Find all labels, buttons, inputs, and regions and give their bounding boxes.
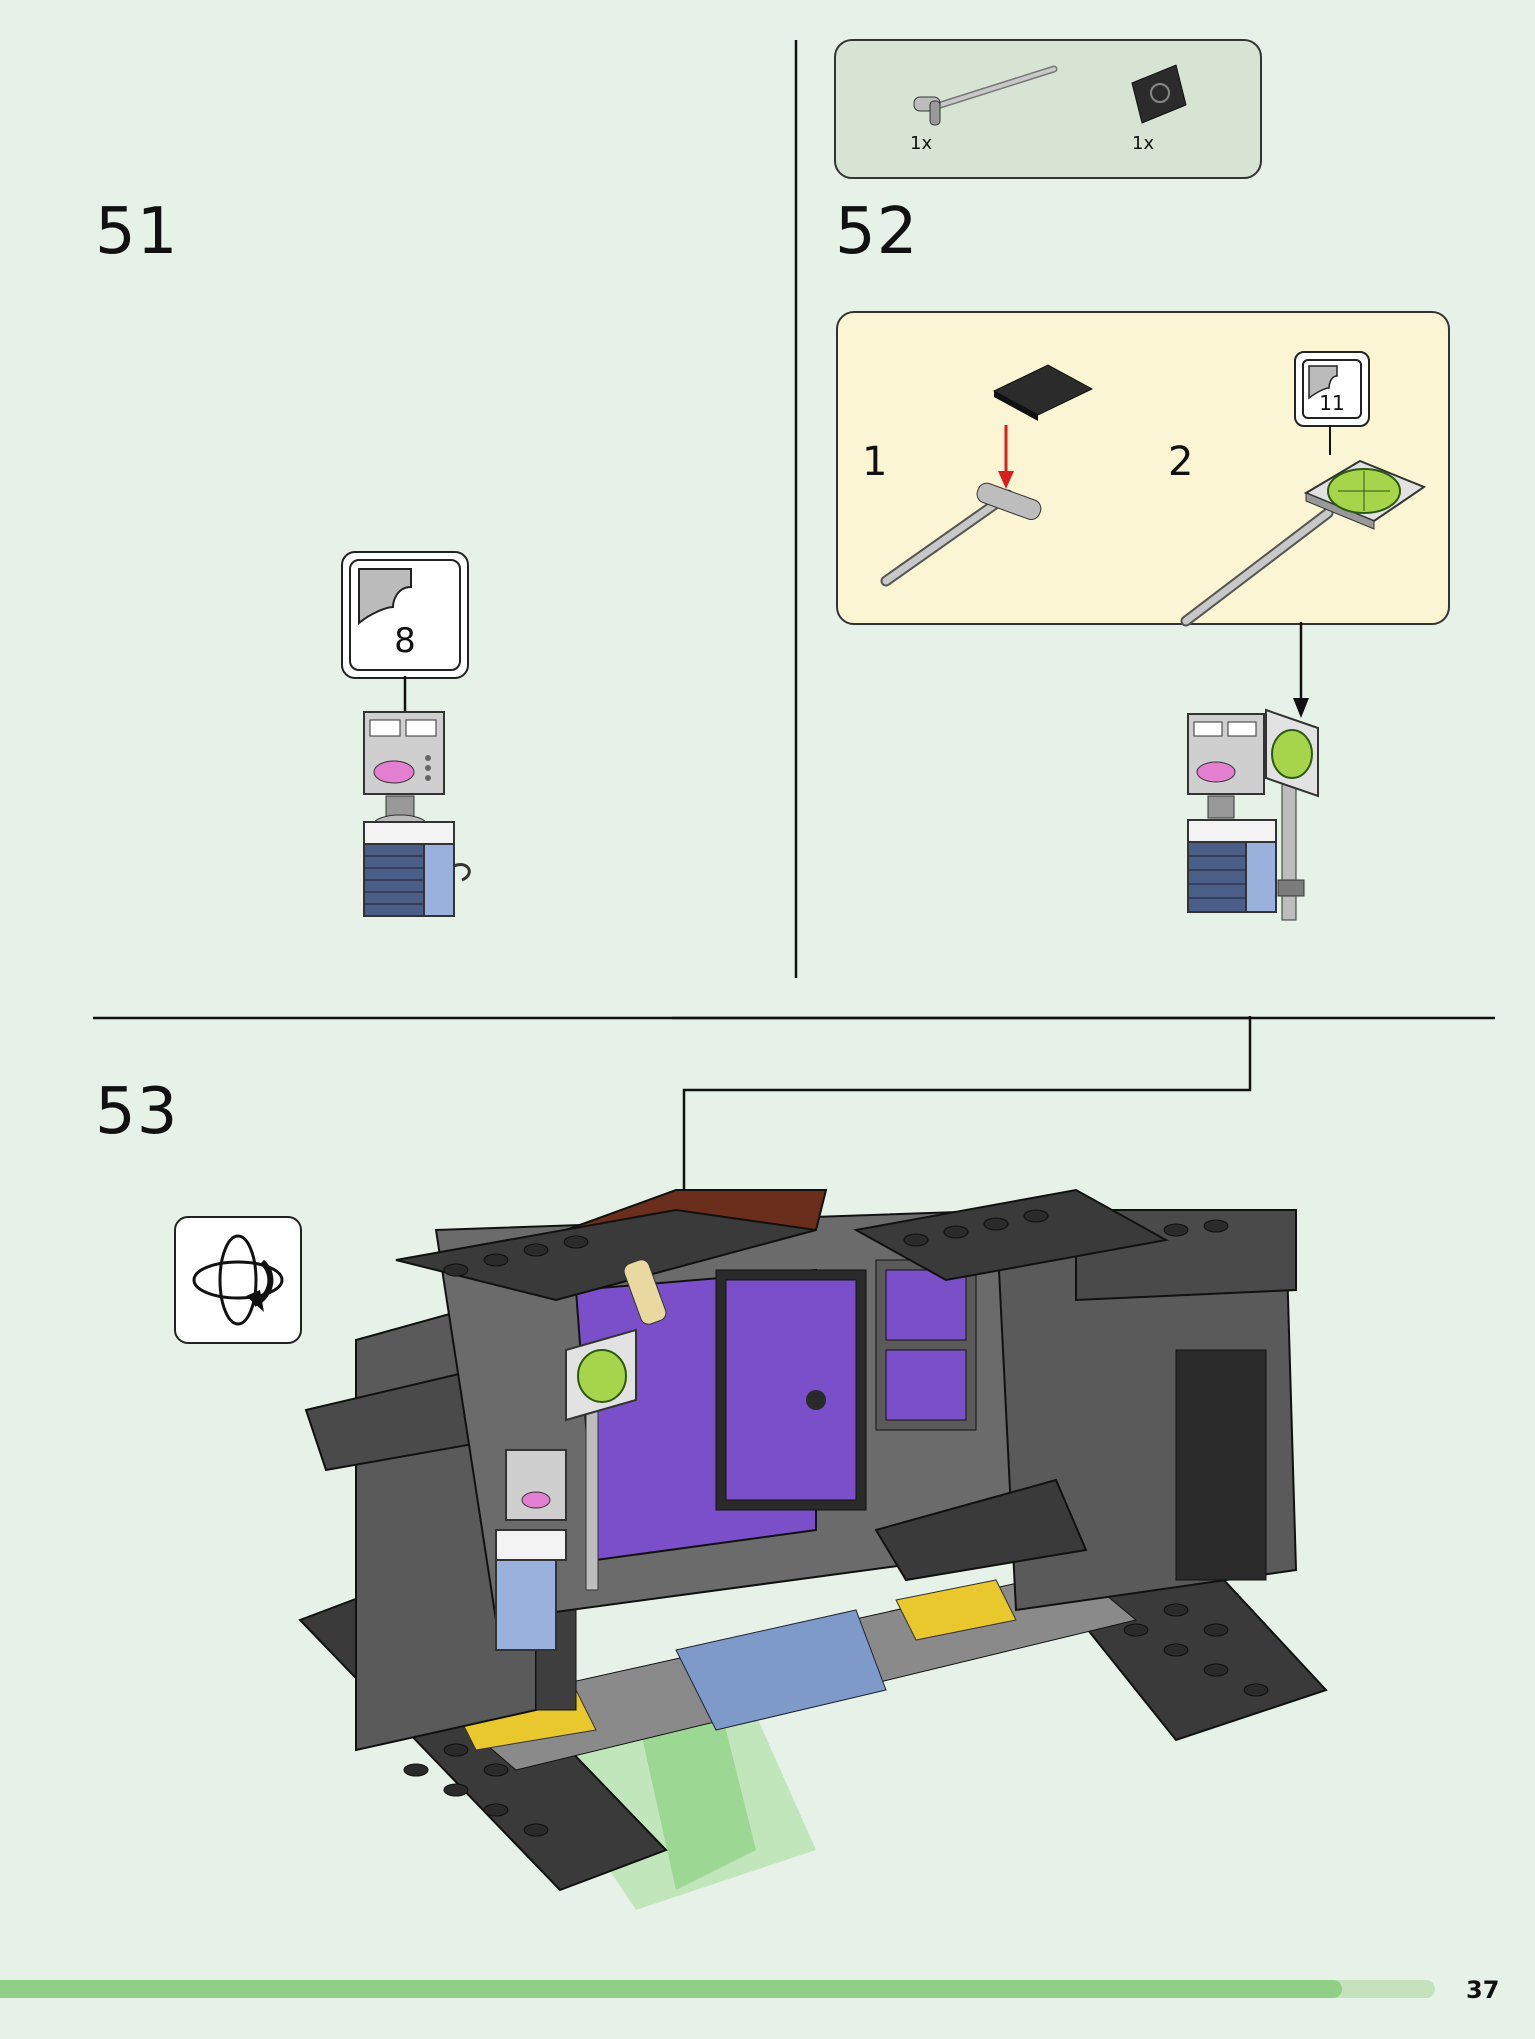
building-model-53: [298, 1188, 1328, 1910]
part-qty: 1x: [1132, 133, 1155, 154]
step-53-number: 53: [95, 1075, 179, 1149]
sticker-sheet-icon: [1308, 365, 1338, 400]
sticker-number: 11: [1319, 391, 1345, 415]
arrow-down-icon: [998, 471, 1014, 489]
substep-2-number: 2: [1168, 439, 1194, 485]
sticker-callout-8: 8: [341, 551, 469, 679]
substep-1-drawing: [880, 364, 1094, 587]
vertical-divider: [794, 40, 798, 978]
step-52-number: 52: [835, 195, 919, 269]
bar-with-clip-part: [913, 65, 1058, 126]
arrow-down-icon: [1293, 698, 1309, 718]
console-model-52: [1187, 708, 1319, 921]
rotate-model-icon: [174, 1216, 302, 1344]
sticker-sheet-icon: [358, 568, 412, 626]
step-51-number: 51: [95, 195, 179, 269]
submodel-arrow: [1293, 622, 1309, 718]
console-model-51: [363, 711, 471, 917]
substep-2-drawing: [1180, 459, 1427, 627]
parts-list-box: 1x 1x: [834, 39, 1262, 179]
part-qty: 1x: [910, 133, 933, 154]
callout-leader-line: [1329, 425, 1331, 455]
page-number: 37: [1466, 1976, 1500, 2004]
submodel-box: 1 2 11: [836, 311, 1450, 627]
sticker-callout-11: 11: [1294, 351, 1370, 427]
step-connector-arrow: [672, 1016, 1250, 1020]
progress-bar: [0, 1980, 1435, 1998]
progress-bar-fill: [0, 1980, 1342, 1998]
sticker-number: 8: [394, 621, 416, 661]
substep-1-number: 1: [862, 439, 888, 485]
tile-black-part: [1131, 64, 1187, 124]
